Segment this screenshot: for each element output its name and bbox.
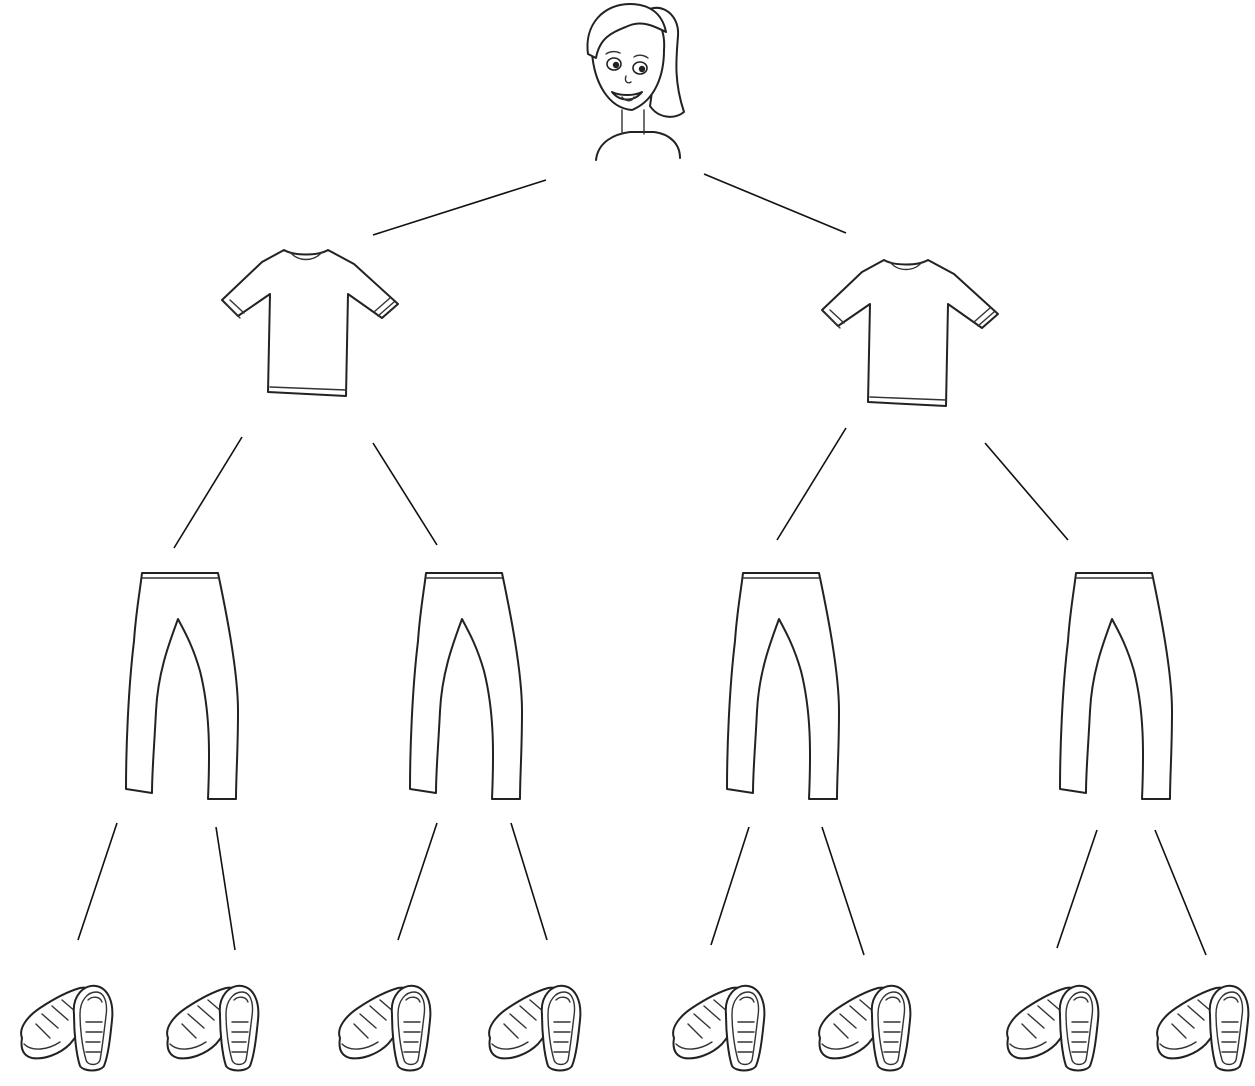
sneakers-icon [1007,986,1098,1071]
connector-line [1155,830,1206,955]
connector-line [216,827,235,950]
pants-icon [1060,573,1172,799]
connector-line [174,437,242,548]
sneakers-icon [1157,986,1248,1071]
connector-line [822,827,864,955]
connector-line [398,823,437,940]
connector-line [777,428,846,540]
sneakers-icon [673,986,764,1071]
connector-line [78,823,117,940]
connector-line [373,180,546,235]
sneakers-icon [21,986,112,1071]
pants-icon [727,573,839,799]
connector-line [704,174,846,233]
connector-line [1057,830,1097,948]
sneakers-icon [339,986,430,1071]
connector-line [373,443,437,545]
t-shirt-icon [222,250,398,396]
sneakers-icon [167,986,258,1071]
connector-line [985,443,1068,540]
sneakers-icon [489,986,580,1071]
girl-face-icon [587,4,684,160]
pants-icon [410,573,522,799]
connector-line [511,823,547,940]
t-shirt-icon [822,260,998,406]
pants-icon [126,573,238,799]
sneakers-icon [819,986,910,1071]
tree-nodes [21,4,1248,1071]
connector-line [711,827,749,945]
